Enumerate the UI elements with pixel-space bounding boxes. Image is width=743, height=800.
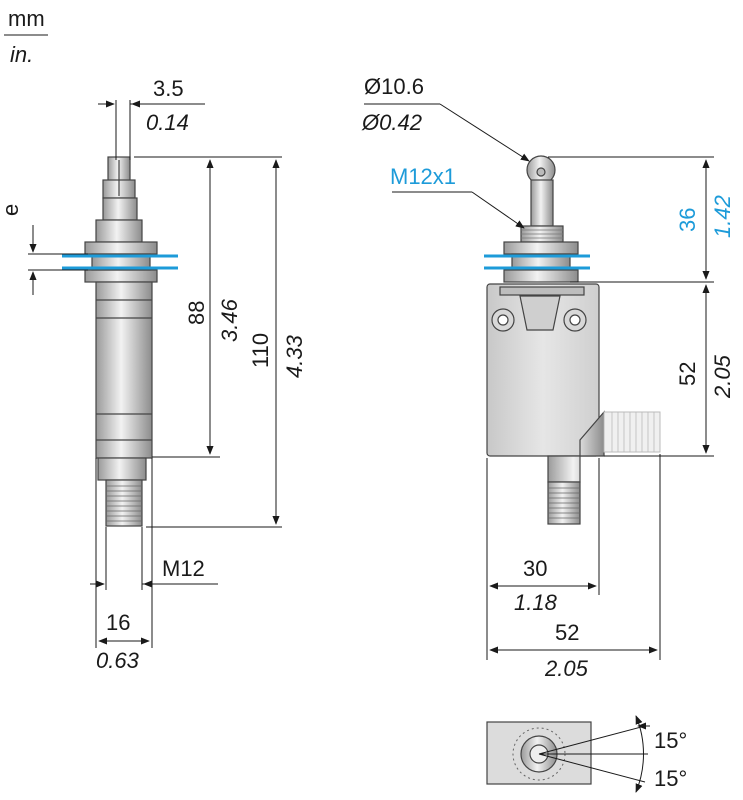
- dim-body-width: 30 1.18: [486, 458, 600, 660]
- dim-overall-width: 52 2.05: [489, 454, 661, 681]
- roller-diameter-mm: Ø10.6: [364, 74, 424, 99]
- dim-overall-length: 110 4.33: [146, 156, 307, 528]
- body-width-mm: 30: [523, 556, 547, 581]
- dim-head-height: 36 1.42: [548, 156, 735, 283]
- right-nuts: [484, 241, 590, 283]
- bottom-view: 15° 15°: [486, 715, 687, 793]
- head-thread-label: M12x1: [390, 164, 456, 189]
- overall-length-in: 4.33: [282, 334, 307, 378]
- body-height-mm: 52: [675, 362, 700, 386]
- right-roller-head: [520, 155, 564, 243]
- dim-roller-diameter: Ø10.6 Ø0.42: [361, 74, 530, 162]
- overall-length-mm: 110: [248, 333, 273, 368]
- dim-body-length: 88 3.46: [134, 156, 242, 458]
- dim-travel: e: [0, 204, 88, 295]
- thread-label: M12: [162, 556, 205, 581]
- right-view: Ø10.6 Ø0.42 M12x1 36 1.42 52 2.05: [361, 74, 735, 681]
- dim-head-width: 3.5 0.14: [98, 76, 205, 160]
- overall-width-mm: 52: [555, 620, 579, 645]
- angle-lower: 15°: [654, 766, 687, 791]
- head-height-in: 1.42: [710, 195, 735, 238]
- roller-diameter-in: Ø0.42: [361, 110, 422, 135]
- body-length-mm: 88: [184, 301, 209, 325]
- units-imperial: in.: [10, 42, 33, 67]
- body-length-in: 3.46: [217, 298, 242, 342]
- units-metric: mm: [8, 6, 45, 31]
- body-width-in: 1.18: [514, 590, 558, 615]
- left-plunger-head: [95, 156, 143, 243]
- width-mm: 16: [106, 610, 130, 635]
- travel-label: e: [0, 204, 23, 216]
- dim-head-thread: M12x1: [390, 164, 525, 229]
- right-connector: [547, 410, 661, 525]
- angle-upper: 15°: [654, 728, 687, 753]
- left-nuts: [62, 241, 178, 283]
- left-connector: [97, 457, 147, 527]
- overall-width-in: 2.05: [544, 656, 589, 681]
- dim-thread: M12: [90, 527, 218, 590]
- left-body: [95, 281, 153, 459]
- left-view: 3.5 0.14 e 88 3.46 110 4.33: [0, 76, 307, 673]
- right-body: [486, 283, 600, 457]
- width-in: 0.63: [96, 648, 140, 673]
- body-height-in: 2.05: [710, 354, 735, 399]
- head-width-in: 0.14: [146, 110, 189, 135]
- dim-width: 16 0.63: [95, 458, 153, 673]
- units-legend: mm in.: [4, 6, 48, 67]
- dim-body-height: 52 2.05: [604, 284, 735, 457]
- head-height-mm: 36: [675, 208, 700, 232]
- head-width-mm: 3.5: [153, 76, 184, 101]
